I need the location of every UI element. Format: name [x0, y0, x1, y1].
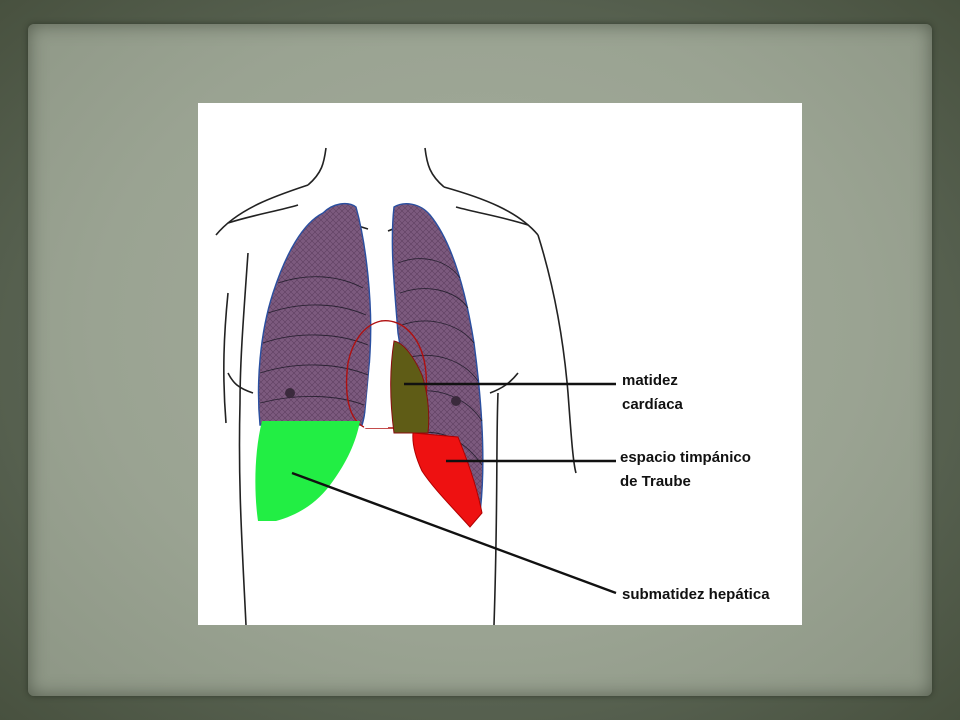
traube-space-area — [412, 432, 483, 528]
hepatic-dullness-area — [255, 421, 360, 521]
cardiac-label-line2: cardíaca — [622, 396, 684, 413]
hepatic-pointer — [291, 471, 617, 595]
hepatic-label: submatidez hepática — [622, 586, 770, 603]
pointer-lines — [291, 382, 617, 595]
cardiac-dullness-area — [390, 340, 430, 434]
lungs — [257, 202, 484, 514]
thorax-svg: matidez cardíaca espacio timpánico de Tr… — [215, 147, 770, 625]
traube-label-line1: espacio timpánico — [620, 449, 751, 466]
traube-label-line2: de Traube — [620, 473, 691, 490]
right-lung — [257, 202, 372, 426]
cardiac-label-line1: matidez — [622, 372, 678, 389]
thorax-diagram: matidez cardíaca espacio timpánico de Tr… — [198, 103, 802, 625]
